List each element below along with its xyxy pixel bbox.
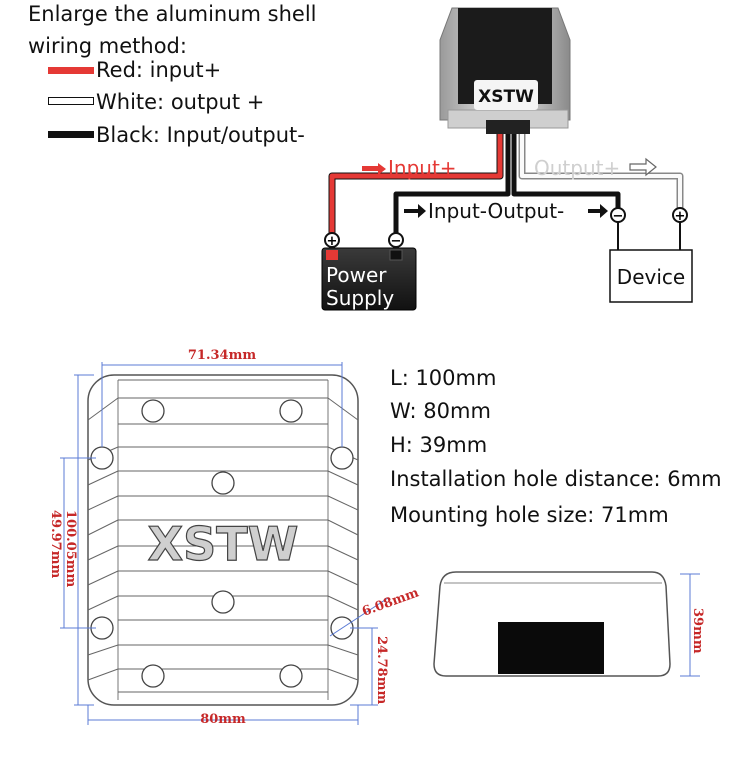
power-supply-label-line1: Power [326,263,387,287]
dim-bottom-width: 80mm [200,712,246,727]
power-supply-label-line2: Supply [326,286,394,310]
input-output-minus-label-group: Input-Output- [404,199,608,223]
legend-title-line2: wiring method: [28,34,187,58]
legend-black-swatch [48,131,94,138]
device-plus-terminal: + [672,207,688,224]
brand-logo: XSTW [478,87,534,107]
converter-photo: XSTW [439,7,571,134]
input-output-minus-label: Input-Output- [428,199,564,223]
legend-white-label: White: output + [96,90,265,114]
top-view-drawing: XSTW [87,374,359,706]
side-view-drawing [433,571,700,677]
legend-red-label: Red: input+ [96,58,222,82]
dim-edge-offset: 24.78mm [374,636,389,704]
output-plus-label-group: Output+ [534,156,657,180]
legend-red-swatch [48,67,94,74]
device-minus-terminal: − [610,207,626,224]
legend-black-label: Black: Input/output- [96,123,305,147]
legend-white-swatch [48,97,94,105]
dim-height-inner: 49.97mm [48,510,63,578]
wires [328,134,684,236]
spec-height: H: 39mm [390,433,488,457]
ps-plus-symbol: + [327,234,338,249]
dim-height-outer: 100.05mm [63,510,78,588]
power-supply: Power Supply [321,247,417,311]
dim-top-width: 71.34mm [188,348,256,363]
device-plus-symbol: + [675,209,686,224]
device-label: Device [617,265,685,289]
legend-title-line1: Enlarge the aluminum shell [28,2,317,26]
device-minus-symbol: − [613,209,624,224]
spec-hole-distance: Installation hole distance: 6mm [390,467,722,491]
device: Device [609,222,693,303]
dim-side-height: 39mm [690,608,705,654]
input-plus-label-group: Input+ [362,156,457,180]
ps-minus-symbol: − [391,234,402,249]
drawing-brand-logo: XSTW [148,517,299,571]
spec-width: W: 80mm [390,399,491,423]
input-plus-label: Input+ [388,156,457,180]
power-supply-plus-terminal: + [324,232,340,249]
spec-length: L: 100mm [390,366,497,390]
spec-hole-size: Mounting hole size: 71mm [390,503,669,527]
output-plus-label: Output+ [534,156,620,180]
dim-hole-diameter: 6.08mm [360,585,421,619]
power-supply-minus-terminal: − [388,232,404,249]
dimension-lines [60,362,389,725]
